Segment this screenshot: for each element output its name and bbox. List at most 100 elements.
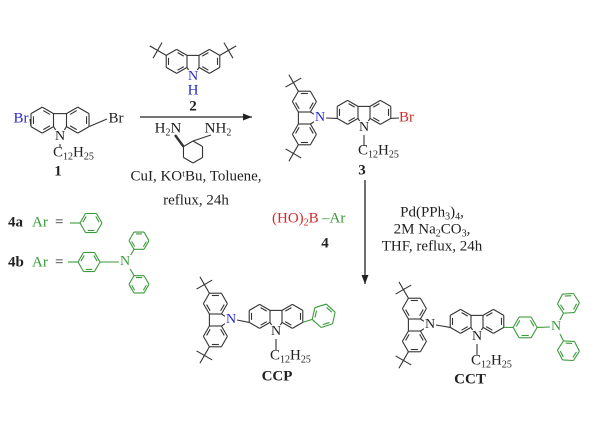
tert-butyl-methyl [288,153,294,162]
tert-butyl-methyl [152,50,159,59]
phenyl-ring [572,293,580,304]
phenyl-ring-double-bond [80,255,85,262]
carbazole-cct-a-ring [401,308,409,320]
carbazole-cct-a-ring [419,341,427,353]
carbazole-ccp-a-ring [220,336,228,348]
phenyl-ring-double-bond [131,284,136,291]
carbazole-ccp-b-ring [248,321,260,329]
carbazole-ccp-a-ring [220,325,228,337]
carbazole-cct-a-ring [401,330,409,342]
cyclohexane-ring [183,157,194,164]
reaction-arrow-step1-head [243,113,252,121]
phenyl-ring [325,303,336,313]
carbazole-3b-ring-double-bond [372,103,380,108]
phenyl-ring [77,261,84,272]
phenyl-ring [573,341,580,352]
carbazole-2-ring [165,66,177,74]
carbazole-3a-ring-double-bond [309,102,314,110]
carbazole-cct-b-ring [493,308,505,316]
tert-butyl-methyl [199,276,205,285]
conditions-step2-line1: Pd(PPh3)4, [400,204,464,223]
carbazole-ccp-a-ring [202,303,210,315]
nitrogen-label: N [269,324,283,339]
carbazole-ccp-a-ring [202,325,210,337]
phenyl-ring [563,311,575,314]
carbazole-1-ring [41,126,54,134]
phenyl-ring [314,303,327,309]
tert-butyl-methyl [204,354,213,361]
tert-butyl-methyl [199,355,205,364]
carbazole-3a-ring [291,134,299,146]
phenyl-ring [79,213,86,224]
bromine-label: Br [13,110,29,127]
carbazole-ccp-b-ring [292,321,304,329]
carbazole-ccp-a-ring-double-bond [220,304,225,312]
conditions-step1-line2: reflux, 24h [163,192,229,209]
carbazole-ccp-a-ring-double-bond [206,328,211,336]
carbazole-ccp-a-ring-double-bond [220,328,225,336]
phenyl-ring [143,240,150,250]
phenyl-ring [143,275,150,285]
phenyl-ring [79,222,86,233]
compound-3-label: 3 [358,162,366,179]
alkyl-chain-label: C12H25 [53,144,94,163]
phenyl-ring-double-bond [573,303,578,310]
legend-4b-equals: = [55,254,64,271]
phenyl-ring [320,323,333,329]
carbazole-3b-ring [336,117,348,125]
phenyl-ring-double-bond [95,216,100,223]
carbazole-3b-ring [380,117,392,125]
wedge-bond [174,134,185,148]
phenyl-ring [94,261,101,272]
compound-4-label: 4 [321,235,329,252]
tert-butyl-methyl [227,50,234,59]
carbazole-ccp-b-ring [292,303,304,311]
tert-butyl-methyl [288,74,294,83]
tert-butyl-bond [219,49,229,56]
tert-butyl-bond [402,289,409,299]
carbazole-3b-ring [369,117,381,125]
carbazole-ccp-b-ring [281,321,293,329]
aryl-bond [302,318,313,323]
carbazole-ccp-a-ring [202,292,210,304]
carbazole-cct-a-ring-double-bond [405,333,410,341]
carbazole-ccp-b-ring-double-bond [284,307,292,312]
tert-butyl-methyl [223,42,229,51]
carbazole-1-ring-double-bond [69,110,77,115]
carbazole-cct-b-ring-double-bond [461,312,469,317]
amine-right-label: NH2 [204,120,232,139]
phenyl-ring-double-bond [326,307,333,313]
tert-butyl-bond [203,284,210,294]
carbazole-3a-ring [291,101,299,113]
n-c-bond [435,324,451,328]
carbazole-ccp-b-ring [281,303,293,311]
tert-butyl-methyl [285,82,294,88]
carbazole-cct-b-ring [482,308,494,316]
nitrogen-label: N [423,317,437,332]
phenyl-ring [128,240,135,250]
phenyl-ring [530,316,538,328]
cyclohexane-ring [183,140,194,147]
phenyl-ring-double-bond [142,241,147,247]
carbazole-cct-a-ring [419,297,427,309]
carbazole-ccp-b-ring-double-bond [260,321,268,326]
c-br-bond [29,118,32,127]
carbazole-3a-ring-double-bond [295,126,300,134]
phenyl-ring [512,316,520,328]
nitrogen-label: N [53,129,67,144]
carbazole-cct-b-ring [449,326,461,334]
phenyl-ring [311,307,316,320]
c-br-bond [88,118,108,128]
tert-butyl-bond [292,82,299,92]
cct-label: CCT [454,371,486,388]
phenyl-ring-double-bond [559,350,564,358]
carbazole-ccp-a-ring [220,303,228,315]
phenyl-ring [143,231,150,241]
alkyl-chain-label: C12H25 [270,347,311,366]
compound-2-label: 2 [189,98,197,115]
legend-4a-ar: Ar [32,214,48,231]
carbazole-cct-b-ring [482,326,494,334]
carbazole-3a-ring [291,123,299,135]
nitrogen-label: N [313,110,327,125]
